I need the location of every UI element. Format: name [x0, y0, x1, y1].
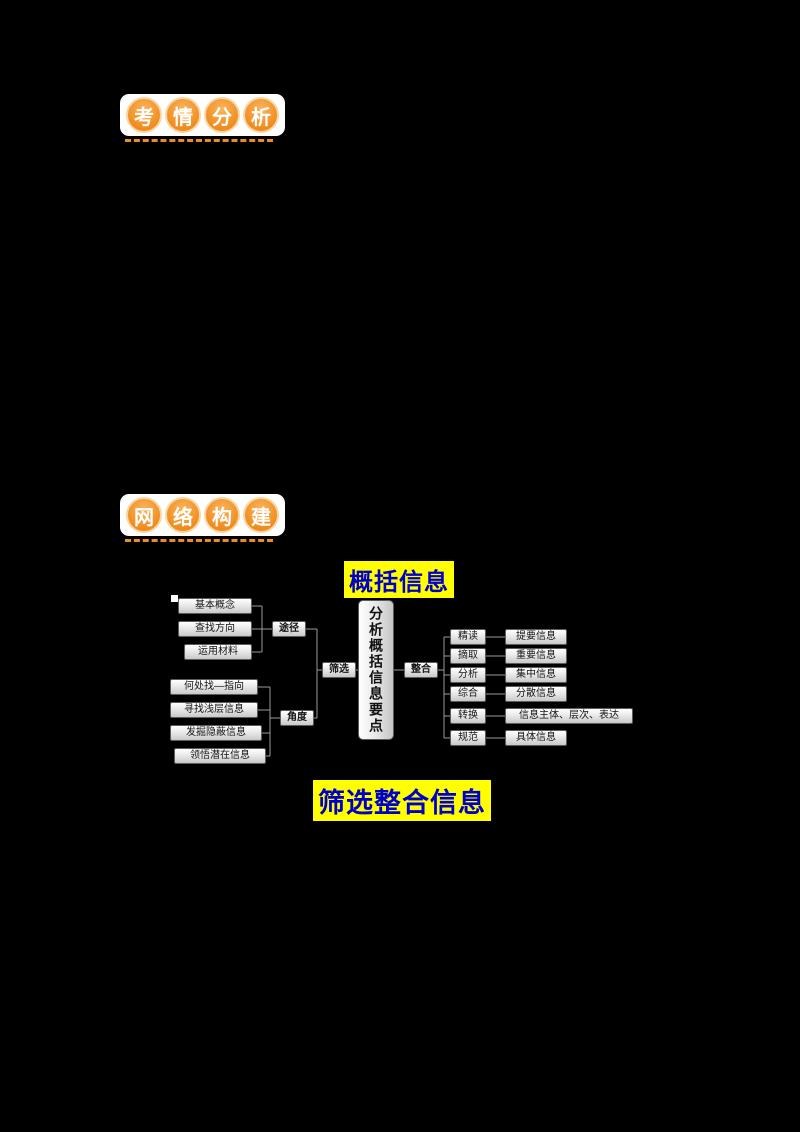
mindmap-group-angle: 角度	[280, 710, 314, 726]
mindmap-right-label: 分析	[450, 667, 486, 683]
badge-char: 析	[243, 97, 279, 133]
mindmap-right-value: 分散信息	[505, 686, 567, 702]
badge-background: 考 情 分 析	[120, 94, 285, 136]
mindmap-node-integrate: 整合	[404, 662, 438, 678]
mindmap-right-label: 精读	[450, 629, 486, 645]
mindmap-center-node: 分析概括信息要点	[358, 600, 394, 740]
badge-char: 情	[165, 97, 201, 133]
badge-underline	[125, 539, 273, 542]
badge-char: 络	[165, 497, 201, 533]
section-badge-network-build: 网 络 构 建	[120, 494, 285, 542]
mindmap-title-bottom: 筛选整合信息	[313, 780, 491, 821]
mindmap-right-value: 集中信息	[505, 667, 567, 683]
badge-char: 分	[204, 97, 240, 133]
mindmap-item-latent-info: 领悟潜在信息	[174, 748, 266, 764]
mindmap-right-label: 转换	[450, 708, 486, 724]
badge-char: 建	[243, 497, 279, 533]
mindmap-right-value: 信息主体、层次、表达	[505, 708, 633, 724]
mindmap-item-surface-info: 寻找浅层信息	[170, 702, 258, 718]
badge-char: 网	[126, 497, 162, 533]
badge-char: 考	[126, 97, 162, 133]
badge-background: 网 络 构 建	[120, 494, 285, 536]
mindmap-right-value: 重要信息	[505, 648, 567, 664]
badge-char: 构	[204, 497, 240, 533]
mindmap-group-approach: 途径	[272, 621, 306, 637]
mindmap-node-filter: 筛选	[322, 662, 356, 678]
mindmap-right-label: 规范	[450, 730, 486, 746]
mindmap-item-use-material: 运用材料	[184, 644, 252, 660]
mindmap-right-label: 摘取	[450, 648, 486, 664]
bullet-marker	[171, 595, 178, 602]
badge-underline	[125, 139, 273, 142]
mindmap-item-basic-concept: 基本概念	[178, 598, 252, 614]
section-badge-exam-analysis: 考 情 分 析	[120, 94, 285, 142]
mindmap-right-label: 综合	[450, 686, 486, 702]
mindmap-title-top: 概括信息	[344, 561, 454, 598]
mindmap-right-value: 具体信息	[505, 730, 567, 746]
mindmap-right-value: 提要信息	[505, 629, 567, 645]
mindmap-item-hidden-info: 发掘隐蔽信息	[170, 725, 262, 741]
mindmap-item-where-to-find: 何处找—指向	[170, 679, 258, 695]
mindmap-item-search-direction: 查找方向	[178, 621, 252, 637]
